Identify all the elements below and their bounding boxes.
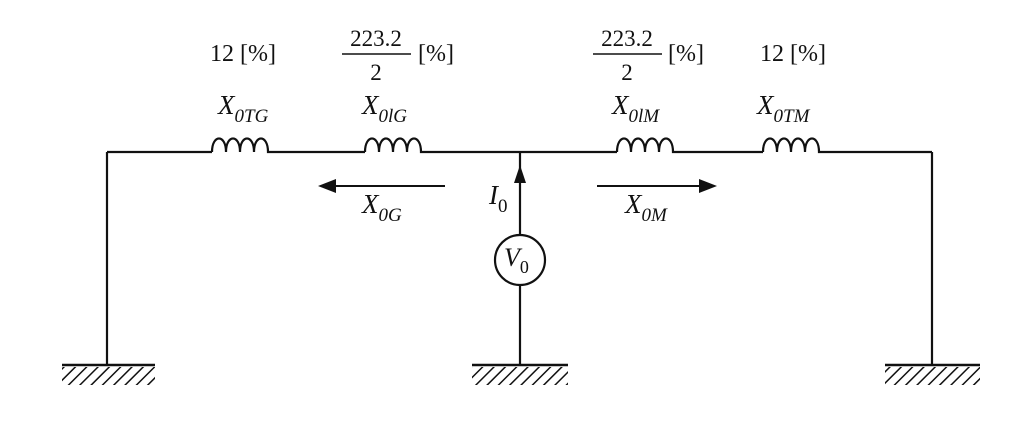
- inductor-x0lg-coil: [363, 137, 428, 154]
- arrow-x0g-head: [318, 179, 336, 193]
- circuit-wires: [105, 150, 934, 365]
- inductor-x0tm-coil: [761, 137, 828, 154]
- current-arrow-head: [514, 165, 526, 183]
- x0lg-value-denominator: 2: [370, 60, 382, 85]
- inductor-x0tg-coil: [210, 137, 278, 154]
- x0tm-value-label: 12 [%]: [760, 41, 826, 67]
- symbol-x0lg: X0lG: [361, 90, 407, 127]
- ground-left: [62, 363, 155, 385]
- symbol-i0: I0: [488, 180, 508, 217]
- voltage-source-circle: [493, 233, 547, 287]
- symbol-x0tm: X0TM: [756, 90, 811, 127]
- x0lg-value-unit: [%]: [418, 41, 454, 67]
- symbol-x0tg: X0TG: [217, 90, 269, 127]
- x0lg-value-numerator: 223.2: [350, 26, 402, 51]
- symbol-x0g: X0G: [361, 189, 402, 226]
- symbol-x0m: X0M: [624, 189, 668, 226]
- inductor-x0lm-coil: [615, 137, 679, 154]
- symbol-x0lm: X0lM: [611, 90, 660, 127]
- x0lm-value-denominator: 2: [621, 60, 633, 85]
- x0lm-value-unit: [%]: [668, 41, 704, 67]
- ground-center: [472, 363, 568, 385]
- symbol-v0: V0: [504, 243, 529, 277]
- x0tg-value-label: 12 [%]: [210, 41, 276, 67]
- ground-right: [885, 363, 980, 385]
- x0lm-value-numerator: 223.2: [601, 26, 653, 51]
- arrow-x0m-head: [699, 179, 717, 193]
